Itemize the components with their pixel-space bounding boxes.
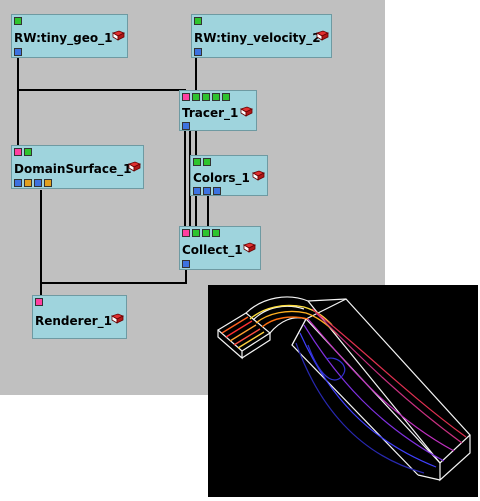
book-icon[interactable] — [111, 313, 124, 324]
input-port[interactable] — [202, 93, 210, 101]
node-label: RW:tiny_geo_1 — [14, 31, 113, 45]
input-port[interactable] — [212, 93, 220, 101]
output-port[interactable] — [34, 179, 42, 187]
output-port[interactable] — [182, 260, 190, 268]
input-port[interactable] — [193, 158, 201, 166]
book-icon[interactable] — [112, 30, 125, 41]
node-rw-tiny-geo[interactable]: RW:tiny_geo_1 — [11, 14, 128, 58]
input-port[interactable] — [14, 17, 22, 25]
input-port[interactable] — [222, 93, 230, 101]
input-port[interactable] — [203, 158, 211, 166]
node-rw-tiny-velocity[interactable]: RW:tiny_velocity_2 — [191, 14, 332, 58]
input-port[interactable] — [202, 229, 210, 237]
input-port[interactable] — [35, 298, 43, 306]
output-port[interactable] — [203, 187, 211, 195]
output-port[interactable] — [44, 179, 52, 187]
input-port[interactable] — [192, 93, 200, 101]
input-port[interactable] — [192, 229, 200, 237]
book-icon[interactable] — [240, 106, 253, 117]
node-label: Tracer_1 — [182, 106, 239, 120]
output-port[interactable] — [24, 179, 32, 187]
output-port[interactable] — [14, 48, 22, 56]
node-label: Collect_1 — [182, 243, 243, 257]
node-renderer[interactable]: Renderer_1 — [32, 295, 127, 339]
node-domain-surface[interactable]: DomainSurface_1 — [11, 145, 144, 189]
book-icon[interactable] — [128, 161, 141, 172]
input-port[interactable] — [212, 229, 220, 237]
node-label: DomainSurface_1 — [14, 162, 132, 176]
book-icon[interactable] — [252, 170, 265, 181]
wire-collect-renderer — [41, 270, 187, 284]
output-port[interactable] — [213, 187, 221, 195]
render-viewer[interactable] — [208, 285, 478, 497]
book-icon[interactable] — [316, 30, 329, 41]
network-editor-canvas[interactable]: RW:tiny_geo_1 RW:tiny_velocity_2 Tracer_… — [0, 0, 385, 395]
wire-geo-tracer — [18, 89, 186, 93]
input-port[interactable] — [194, 17, 202, 25]
input-port[interactable] — [24, 148, 32, 156]
node-colors[interactable]: Colors_1 — [190, 155, 268, 196]
output-port[interactable] — [193, 187, 201, 195]
streamline-render — [216, 296, 471, 482]
node-collect[interactable]: Collect_1 — [179, 226, 261, 270]
book-icon[interactable] — [243, 242, 256, 253]
node-label: Colors_1 — [193, 171, 250, 185]
input-port[interactable] — [182, 229, 190, 237]
node-label: Renderer_1 — [35, 314, 112, 328]
output-port[interactable] — [194, 48, 202, 56]
input-port[interactable] — [14, 148, 22, 156]
node-label: RW:tiny_velocity_2 — [194, 31, 321, 45]
input-port[interactable] — [182, 93, 190, 101]
node-tracer[interactable]: Tracer_1 — [179, 90, 257, 131]
output-port[interactable] — [14, 179, 22, 187]
output-port[interactable] — [182, 122, 190, 130]
